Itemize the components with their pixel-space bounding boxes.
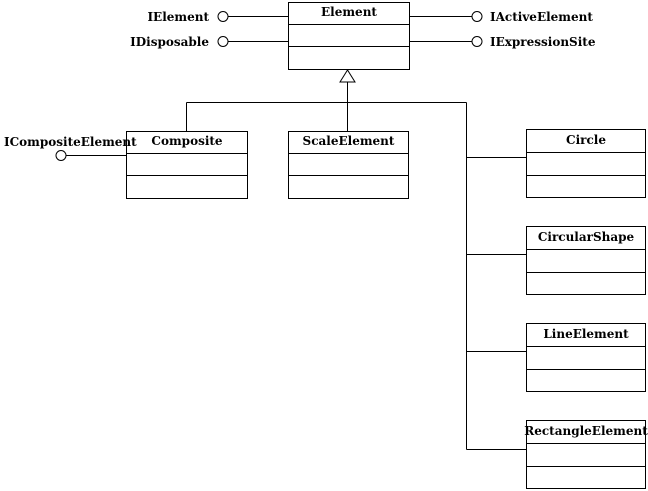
- class-line-element-box: [526, 323, 646, 392]
- class-element-box: [288, 2, 410, 70]
- interface-iactive-element-label: IActiveElement: [490, 10, 593, 24]
- class-circular-shape-name: CircularShape: [538, 230, 635, 244]
- interface-ielement-label: IElement: [147, 10, 209, 24]
- interface-icomposite-element-label: ICompositeElement: [4, 135, 137, 149]
- interface-idisposable: IDisposable: [130, 35, 289, 49]
- interface-iexpression-site-label: IExpressionSite: [490, 35, 596, 49]
- interface-icomposite-element-lollipop-icon: [55, 150, 67, 161]
- class-rectangle-element: RectangleElement: [524, 420, 648, 489]
- class-line-element: LineElement: [526, 323, 646, 392]
- interface-idisposable-lollipop-icon: [217, 36, 229, 47]
- class-composite-box: [126, 131, 248, 199]
- class-element: Element: [288, 2, 410, 70]
- class-circle-name: Circle: [566, 133, 606, 147]
- class-circular-shape: CircularShape: [526, 226, 646, 295]
- inheritance-connectors: [186, 69, 527, 450]
- class-circular-shape-box: [526, 226, 646, 295]
- generalization-arrow-icon: [339, 69, 356, 83]
- class-scale-element-box: [288, 131, 409, 199]
- interface-iactive-element-lollipop-icon: [471, 11, 483, 22]
- interface-icomposite-element: ICompositeElement: [4, 135, 137, 161]
- class-circle-box: [526, 129, 646, 198]
- class-composite: Composite: [126, 131, 248, 199]
- class-circle: Circle: [526, 129, 646, 198]
- interface-ielement-lollipop-icon: [217, 11, 229, 22]
- class-composite-name: Composite: [151, 134, 223, 148]
- interface-ielement: IElement: [147, 10, 289, 24]
- class-element-name: Element: [321, 5, 377, 19]
- class-line-element-name: LineElement: [543, 327, 629, 341]
- class-scale-element-name: ScaleElement: [303, 134, 395, 148]
- class-scale-element: ScaleElement: [288, 131, 409, 199]
- class-rectangle-element-box: [526, 420, 646, 489]
- interface-iexpression-site-lollipop-icon: [471, 36, 483, 47]
- interface-iactive-element: IActiveElement: [409, 10, 593, 24]
- interface-iexpression-site: IExpressionSite: [409, 35, 596, 49]
- interface-idisposable-label: IDisposable: [130, 35, 209, 49]
- class-rectangle-element-name: RectangleElement: [524, 424, 648, 438]
